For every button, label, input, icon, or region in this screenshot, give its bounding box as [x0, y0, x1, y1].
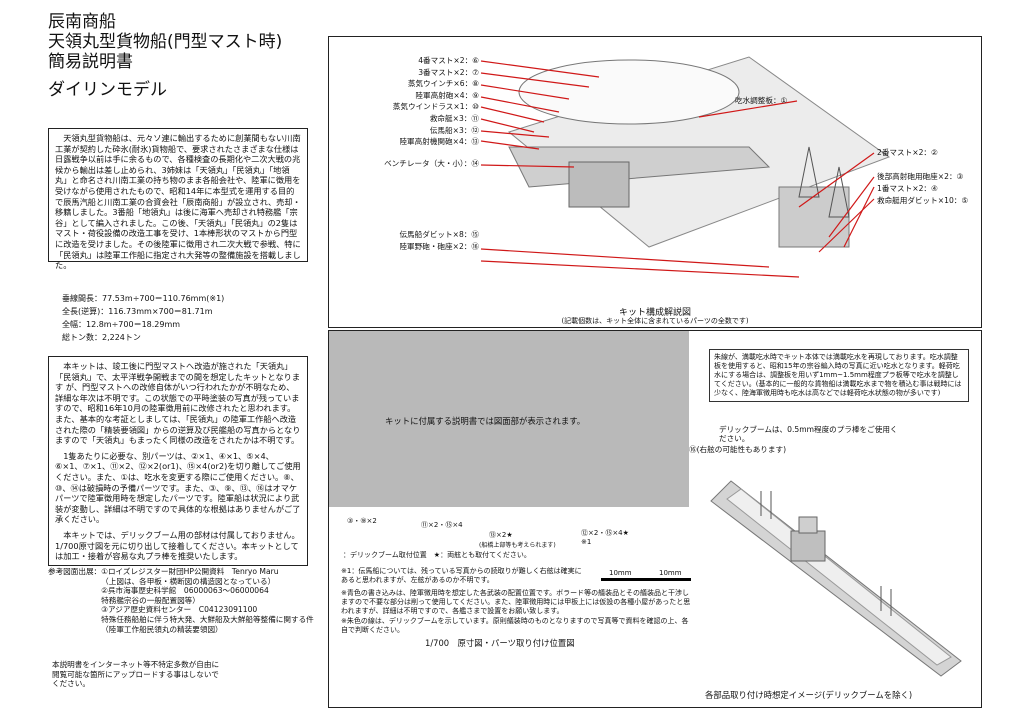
title-line-1: 辰南商船: [48, 12, 116, 32]
part-label: 蒸気ウインチ×6：⑧: [407, 79, 479, 89]
part-label: 2番マスト×2：②: [877, 148, 938, 157]
note-line: あると思われますが、左舷があるのか不明です。: [341, 576, 494, 584]
mark-label-note: (船橋上部等も考えられます): [479, 542, 556, 549]
part-label: 3番マスト×2：⑦: [418, 67, 479, 77]
ship-render: [710, 480, 962, 677]
placeholder-text: キットに付属する説明書では図面部が表示されます。: [385, 416, 586, 426]
parts-labels-left: 4番マスト×2：⑥ 3番マスト×2：⑦ 蒸気ウインチ×6：⑧ 陸軍高射砲×4：⑨…: [349, 55, 479, 253]
scale-label: 10mm: [609, 569, 632, 577]
kit-desc-text: 本キットは、竣工後に門型マストへ改造が施された「天領丸」「民領丸」で、太平洋戦争…: [55, 361, 301, 446]
ref-item: ③アジア歴史資料センター C04123091100: [101, 605, 258, 615]
mark-label: ⑪×2・⑮×4: [421, 521, 463, 529]
notes-block: ※1：伝馬船については、残っている写真からの読取りが難しく右舷は確実に あると思…: [341, 567, 591, 585]
ref-item: （上図は、各甲板・横断図の構造図となっている）: [101, 576, 276, 586]
part-label: ベンチレータ（大・小）：⑭: [384, 158, 479, 168]
plan-placeholder: キットに付属する説明書では図面部が表示されます。: [329, 331, 689, 507]
mark-label: ⑫×2・⑮×4★: [581, 529, 629, 537]
note-blue: ※青色の書き込みは、陸軍徴用時を想定した各武装の配置位置です。ボラード等の艤装品…: [341, 589, 691, 615]
ref-item: ①ロイズレジスター財団HP公開資料 Tenryo Maru: [101, 567, 279, 576]
plan-caption: 1/700 原寸図・パーツ取り付け位置図: [425, 638, 575, 648]
refs-title: 参考図面出展：: [48, 567, 102, 576]
part-label: 4番マスト×2：⑥: [418, 56, 479, 65]
kit-composition-frame: 4番マスト×2：⑥ 3番マスト×2：⑦ 蒸気ウインチ×6：⑧ 陸軍高射砲×4：⑨…: [328, 36, 982, 328]
part-label: 伝馬船×3：⑫: [429, 125, 479, 135]
kit-parts-note: 1隻あたりに必要な、別パーツは、②×1、④×1、⑤×4、⑥×1、⑦×1、⑪×2、…: [55, 450, 301, 525]
spec-list: 垂線間長：77.53m÷700＝110.76mm(※1) 全長(逆算)：116.…: [62, 292, 224, 344]
footer-notice: 本説明書をインターネット等不特定多数が自由に閲覧可能な箇所にアップロードする事は…: [52, 660, 220, 689]
mark-label: ⑬×2★: [489, 531, 513, 539]
note-line: ※1：伝馬船については、残っている写真からの読取りが難しく右舷は確実に: [341, 567, 582, 575]
part-label: 1番マスト×2：④: [877, 184, 938, 193]
image-caption: 各部品取り付け時想定イメージ(デリックブームを除く): [705, 690, 913, 700]
spec-item: 全長(逆算)：116.73mm×700＝81.71m: [62, 307, 213, 316]
part-label: 救命艇×3：⑪: [429, 113, 479, 123]
part-label: 救命艇用ダビット×10：⑤: [877, 196, 969, 205]
part-label: 陸軍野砲・砲座×2：⑯: [399, 241, 479, 251]
spec-item: 総トン数：2,224トン: [62, 333, 141, 342]
right-side-flag: ⑯(右舷の可能性もあります): [689, 445, 787, 454]
ref-item: ②呉市海事歴史科学館 06000063～06000064: [101, 586, 269, 596]
kit-sprue-illustration: [480, 56, 891, 278]
boom-note: デリックブームは、0.5mm程度のプラ棒をご使用ください。: [719, 425, 898, 443]
title-line-3: 簡易説明書: [48, 52, 133, 72]
spec-item: 全幅：12.8m÷700＝18.29mm: [62, 320, 181, 329]
draft-note-box: 朱線が、満載吃水時でキット本体では満載吃水を再現しております。吃水調整板を使用す…: [709, 349, 969, 402]
page-title: 辰南商船 天領丸型貨物船(門型マスト時) 簡易説明書: [48, 12, 282, 72]
kit-description-box: 本キットは、竣工後に門型マストへ改造が施された「天領丸」「民領丸」で、太平洋戦争…: [48, 356, 308, 566]
mark-label: ③・⑨×2: [347, 517, 377, 525]
part-label: 後部高射砲用砲座×2：③: [877, 172, 964, 181]
ref-item: 特務艦宗谷の一般配置図等）: [101, 595, 200, 605]
reference-list: 参考図面出展： ①ロイズレジスター財団HP公開資料 Tenryo Maru （上…: [48, 567, 328, 634]
kit-boom-note: 本キットでは、デリックブーム用の部材は付属しておりません。1/700原寸図を元に…: [55, 529, 300, 562]
part-label: 蒸気ウインドラス×1：⑩: [392, 102, 479, 112]
note-red: ※朱色の線は、デリックブームを示しています。原則艤装時のものとなりますので写真等…: [341, 617, 689, 634]
kit-caption: キット構成解説図: [618, 308, 691, 318]
part-label: 伝馬船ダビット×8：⑮: [399, 230, 479, 240]
mark-label-note: ※1: [581, 538, 592, 546]
title-line-2: 天領丸型貨物船(門型マスト時): [48, 32, 283, 52]
kit-caption-note: (記載個数は、キット全体に含まれているパーツの全数です): [561, 317, 749, 325]
intro-box: 天領丸型貨物船は、元々ソ連に輸出するために創業間もない川南工業が契約した砕氷(耐…: [48, 128, 308, 270]
legend: ：デリックブーム取付位置 ★：両舷とも取付てください。: [343, 551, 531, 559]
part-label: 陸軍高射機関砲×4：⑬: [399, 137, 479, 147]
part-label: 陸軍高射砲×4：⑨: [415, 90, 479, 100]
part-label: 吃水調整板：①: [735, 96, 788, 105]
plan-frame: キットに付属する説明書では図面部が表示されます。 朱線が、満載吃水時でキット本体…: [328, 330, 982, 708]
brand-name: ダイリンモデル: [48, 80, 167, 100]
scale-bar: [601, 578, 691, 581]
spec-item: 垂線間長：77.53m÷700＝110.76mm(※1): [62, 294, 225, 303]
scale-label: 10mm: [659, 569, 682, 577]
ref-item: 特殊任務船舶に伴う特大発、大鮮船及大鮮船等整備に関する件: [101, 614, 314, 624]
ref-item: （陸軍工作船民領丸の精装要領図）: [101, 624, 223, 634]
